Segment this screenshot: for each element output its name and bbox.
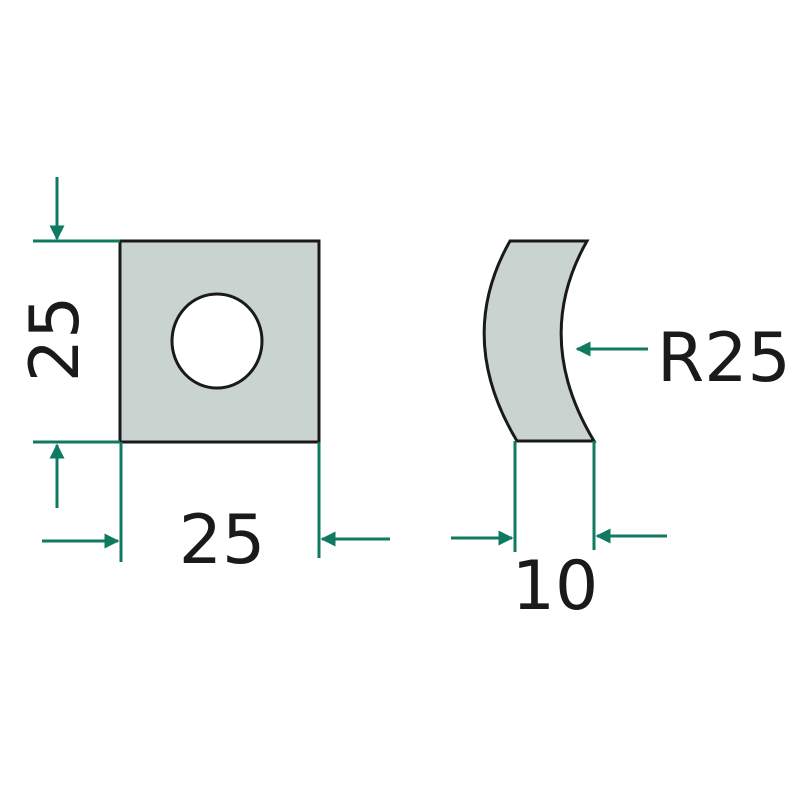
width-label: 25 xyxy=(179,501,266,580)
width-dimension xyxy=(42,442,390,562)
thickness-dimension xyxy=(451,441,667,552)
curved-plate-body xyxy=(482,239,597,443)
center-hole xyxy=(170,292,264,390)
radius-label: R25 xyxy=(657,319,791,398)
height-label: 25 xyxy=(16,296,95,383)
square-plate xyxy=(118,239,321,444)
height-dimension xyxy=(33,177,120,508)
thickness-label: 10 xyxy=(512,547,599,626)
